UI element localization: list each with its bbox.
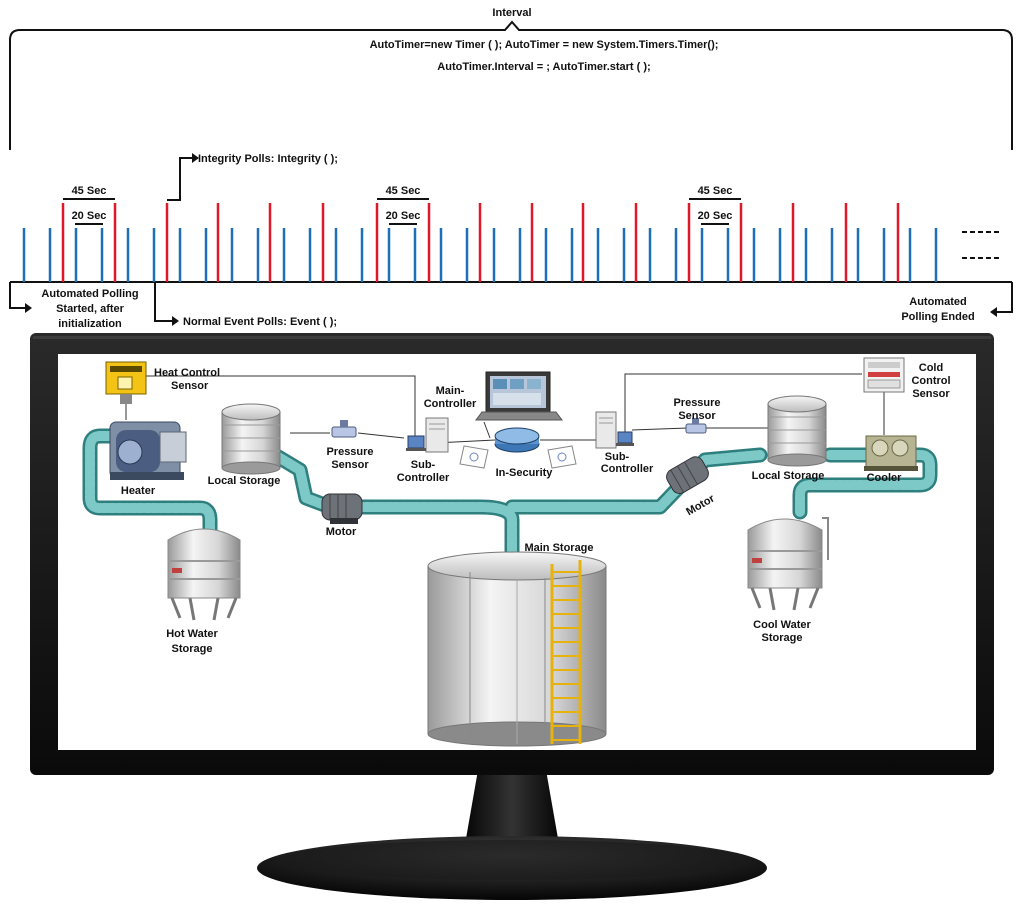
main-storage-label: Main Storage [524, 542, 593, 554]
cooler [864, 435, 918, 471]
long-span-label: 45 Sec [72, 185, 107, 197]
cold-control-sensor-label-1: Cold [919, 362, 943, 374]
cold-control-sensor-label-3: Sensor [912, 388, 950, 400]
timer-code-line-1: AutoTimer=new Timer ( ); AutoTimer = new… [370, 39, 719, 51]
heat-control-sensor [105, 361, 147, 404]
span-group-3: 45 Sec 20 Sec [689, 185, 741, 225]
event-poll-label: Normal Event Polls: Event ( ); [183, 316, 337, 328]
cooler-label: Cooler [867, 472, 903, 484]
heat-control-sensor-label-1: Heat Control [154, 367, 220, 379]
motor-left [321, 493, 363, 524]
polling-end-label-2: Polling Ended [901, 311, 974, 323]
sub-controller-left [406, 417, 449, 453]
plant-diagram: Heat Control Sensor Heater Local Storage… [82, 357, 951, 747]
heat-control-sensor-label-2: Sensor [171, 380, 209, 392]
sub-controller-left-label-2: Controller [397, 472, 450, 484]
interval-label: Interval [492, 7, 531, 19]
long-span-label: 45 Sec [698, 185, 733, 197]
short-span-label: 20 Sec [386, 210, 421, 222]
main-controller [475, 371, 563, 421]
sub-controller-right-label-1: Sub- [605, 451, 630, 463]
security-document-left [459, 445, 489, 469]
local-storage-right-label: Local Storage [752, 470, 825, 482]
short-span-label: 20 Sec [698, 210, 733, 222]
pipe-network [82, 428, 938, 563]
polling-start-label-2: Started, after [56, 303, 125, 315]
pressure-sensor-left-label-1: Pressure [326, 446, 373, 458]
integrity-poll-label: Integrity Polls: Integrity ( ); [198, 153, 338, 165]
polling-end-arrow [996, 282, 1013, 313]
polling-start-arrow [9, 282, 26, 309]
short-span-label: 20 Sec [72, 210, 107, 222]
pressure-sensor-right-label-1: Pressure [673, 397, 720, 409]
hot-water-storage-label-1: Hot Water [166, 628, 218, 640]
local-storage-left-label: Local Storage [208, 475, 281, 487]
main-controller-label-1: Main- [436, 385, 465, 397]
cold-control-sensor-label-2: Control [911, 375, 950, 387]
sub-controller-left-label-1: Sub- [411, 459, 436, 471]
cool-water-storage-label-1: Cool Water [753, 619, 811, 631]
long-span-label: 45 Sec [386, 185, 421, 197]
polling-start-label-1: Automated Polling [41, 288, 138, 300]
pressure-sensor-left [331, 420, 357, 438]
span-group-2: 45 Sec 20 Sec [377, 185, 429, 225]
monitor-neck [464, 770, 560, 850]
pressure-sensor-right [685, 418, 707, 434]
main-controller-label-2: Controller [424, 398, 477, 410]
in-security-label: In-Security [496, 467, 554, 479]
local-storage-right [767, 395, 827, 467]
security-document-right [547, 445, 577, 469]
cold-control-sensor [863, 357, 905, 393]
signal-wires [125, 373, 885, 444]
motor-right [666, 456, 709, 494]
local-storage-left [221, 403, 281, 475]
integrity-poll-arrow [167, 157, 192, 201]
hot-water-storage [167, 528, 241, 621]
polling-start-label-3: initialization [58, 318, 122, 330]
main-storage-tank [427, 551, 607, 747]
sub-controller-right-label-2: Controller [601, 463, 654, 475]
heater [109, 421, 187, 480]
span-group-1: 45 Sec 20 Sec [63, 185, 115, 225]
cool-water-storage [747, 517, 829, 611]
sub-controller-right [595, 411, 634, 449]
polling-timeline: Interval AutoTimer=new Timer ( ); AutoTi… [9, 7, 1013, 330]
hot-water-storage-label-2: Storage [172, 643, 213, 655]
pressure-sensor-left-label-2: Sensor [331, 459, 369, 471]
interval-brace [9, 20, 1013, 150]
motor-left-label: Motor [326, 526, 357, 538]
polling-end-label-1: Automated [909, 296, 966, 308]
poll-ticks [22, 203, 938, 282]
cool-water-storage-label-2: Storage [762, 632, 803, 644]
timer-code-line-2: AutoTimer.Interval = ; AutoTimer.start (… [437, 61, 650, 73]
pressure-sensor-right-label-2: Sensor [678, 410, 716, 422]
event-poll-arrow [154, 282, 172, 322]
heater-label: Heater [121, 485, 156, 497]
router [494, 427, 540, 453]
